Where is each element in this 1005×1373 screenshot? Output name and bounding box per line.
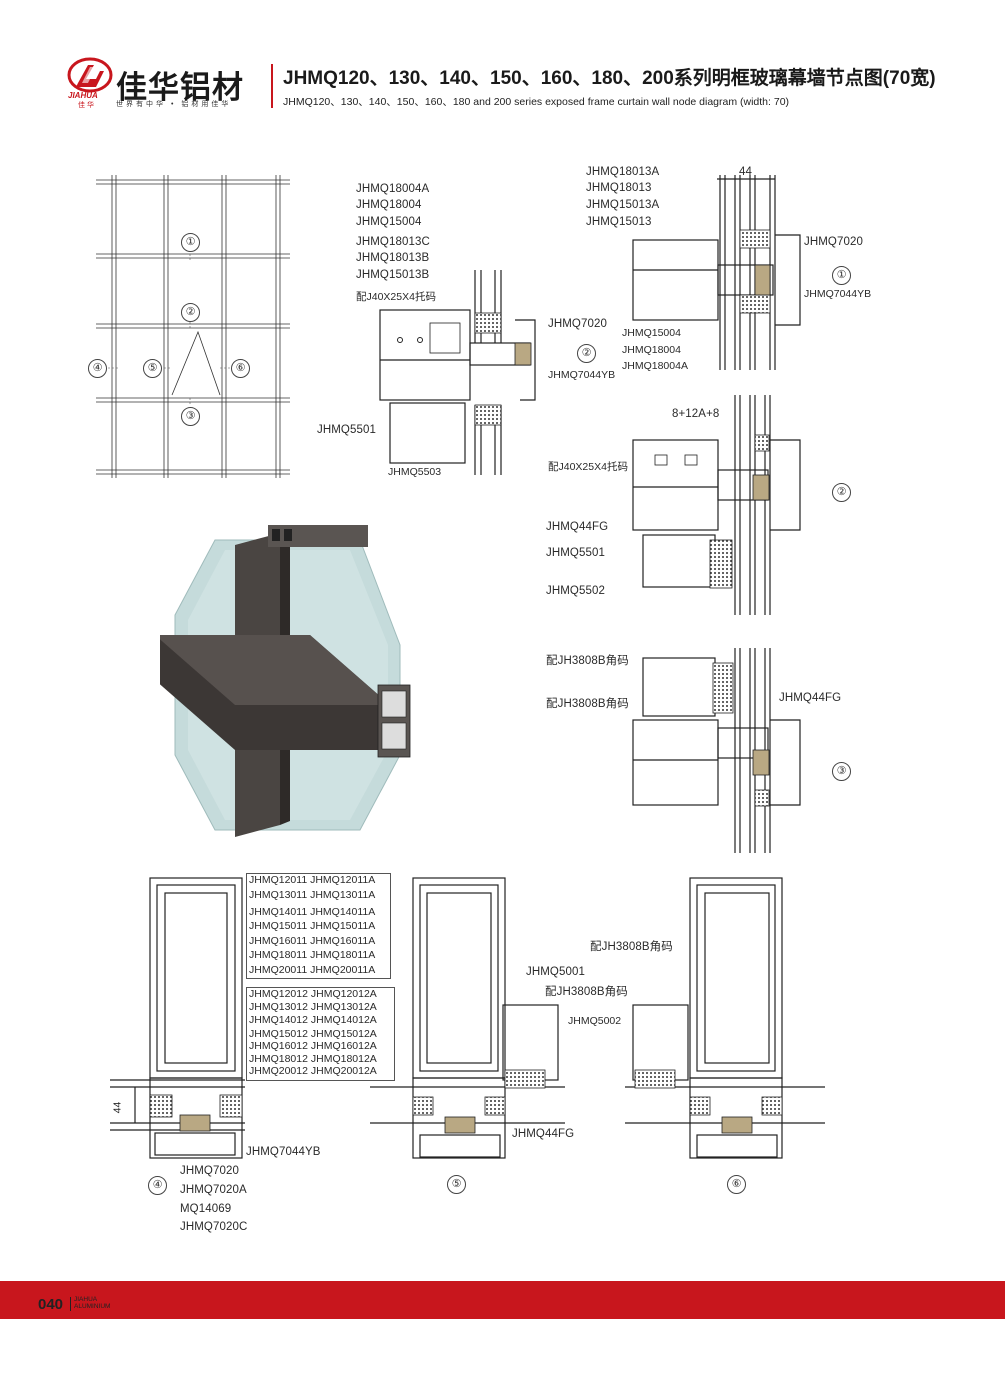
page-subtitle: JHMQ120、130、140、150、160、180 and 200 seri… — [283, 96, 790, 108]
group1-row-1: JHMQ13011 JHMQ13011A — [249, 889, 376, 901]
group2-row-5: JHMQ18012 JHMQ18012A — [249, 1053, 377, 1065]
group2-row-4: JHMQ16012 JHMQ16012A — [249, 1040, 377, 1052]
curtain-wall-3d-render — [160, 525, 411, 837]
gasket-node4-0: JHMQ7020 — [180, 1165, 239, 1177]
group2-row-0: JHMQ12012 JHMQ12012A — [249, 988, 377, 1000]
node-drawing-2 — [632, 395, 801, 615]
page-title: JHMQ120、130、140、150、160、180、200系列明框玻璃幕墙节… — [283, 68, 936, 89]
label-node1-bottom-2: JHMQ18004A — [622, 360, 688, 372]
label-node3-2: JHMQ44FG — [779, 692, 842, 704]
node-drawing-5-6 — [370, 877, 825, 1159]
marker-2-node: ② — [832, 483, 851, 502]
label-top-left-0: JHMQ18004A — [356, 183, 430, 195]
label-node1-1: JHMQ18013 — [586, 182, 652, 194]
group2-row-1: JHMQ13012 JHMQ13012A — [249, 1001, 377, 1013]
brand-small: 佳 华 — [78, 102, 94, 109]
marker-1-node: ① — [832, 266, 851, 285]
marker-5: ⑤ — [143, 359, 162, 378]
label-node1-bottom-1: JHMQ18004 — [622, 344, 681, 356]
label-cover-top-left: JHMQ7044YB — [548, 369, 616, 381]
label-top-left-3: JHMQ18013C — [356, 236, 430, 248]
label-node2-0: JHMQ44FG — [546, 521, 609, 533]
label-node3-0: 配JH3808B角码 — [546, 655, 629, 667]
marker-3: ③ — [181, 407, 200, 426]
marker-4: ④ — [88, 359, 107, 378]
label-node2-2: JHMQ5502 — [546, 585, 605, 597]
marker-4-node: ④ — [148, 1176, 167, 1195]
label-node1-2: JHMQ15013A — [586, 199, 660, 211]
group1-row-0: JHMQ12011 JHMQ12011A — [249, 874, 376, 886]
header-divider — [271, 64, 273, 108]
brand-en: JIAHUA — [68, 91, 98, 100]
page-number: 040 — [38, 1296, 64, 1313]
label-node56-4: JHMQ44FG — [512, 1128, 575, 1140]
marker-6: ⑥ — [231, 359, 250, 378]
footer-company-2: ALUMINIUM — [74, 1303, 111, 1310]
marker-6-node: ⑥ — [727, 1175, 746, 1194]
dim-node4: 44 — [111, 1101, 124, 1114]
group1-row-6: JHMQ20011 JHMQ20011A — [249, 964, 376, 976]
label-node1-3: JHMQ15013 — [586, 216, 652, 228]
group1-row-2: JHMQ14011 JHMQ14011A — [249, 906, 376, 918]
label-top-left-1: JHMQ18004 — [356, 199, 422, 211]
group2-row-3: JHMQ15012 JHMQ15012A — [249, 1028, 377, 1040]
dim-node2: 8+12A+8 — [672, 408, 720, 420]
label-node56-1: JHMQ5001 — [526, 966, 585, 978]
label-bracket-top: 配J40X25X4托码 — [356, 291, 436, 303]
marker-3-node: ③ — [832, 762, 851, 781]
group1-row-3: JHMQ15011 JHMQ15011A — [249, 920, 376, 932]
label-node56-0: 配JH3808B角码 — [590, 941, 673, 953]
marker-2: ② — [181, 303, 200, 322]
label-node56-2: 配JH3808B角码 — [545, 986, 628, 998]
group1-box — [246, 873, 391, 979]
dim-node1: 44 — [739, 166, 752, 178]
marker-5-node: ⑤ — [447, 1175, 466, 1194]
label-sub2-top-left: JHMQ5503 — [388, 466, 442, 478]
group2-row-2: JHMQ14012 JHMQ14012A — [249, 1014, 377, 1026]
label-node1-bottom-0: JHMQ15004 — [622, 327, 681, 339]
label-cover-node4: JHMQ7044YB — [246, 1146, 321, 1158]
marker-2-left: ② — [577, 344, 596, 363]
node-drawing-4 — [110, 877, 245, 1159]
label-top-left-5: JHMQ15013B — [356, 269, 430, 281]
gasket-node4-2: MQ14069 — [180, 1203, 232, 1215]
footer-company-1: JIAHUA — [74, 1296, 98, 1303]
label-gasket-top-left: JHMQ7020 — [548, 318, 607, 330]
group1-row-4: JHMQ16011 JHMQ16011A — [249, 935, 376, 947]
jiahua-logo-icon — [67, 57, 113, 93]
page-number-divider — [70, 1297, 71, 1311]
label-node2-1: JHMQ5501 — [546, 547, 605, 559]
node-drawing-1 — [632, 175, 801, 370]
label-top-left-4: JHMQ18013B — [356, 252, 430, 264]
label-cover-node1: JHMQ7044YB — [804, 288, 872, 300]
node-drawing-3 — [632, 648, 801, 853]
node-drawing-top-left — [379, 270, 536, 475]
label-bracket-node2: 配J40X25X4托码 — [548, 461, 628, 473]
brand-logo — [66, 57, 114, 97]
label-gasket-node1: JHMQ7020 — [804, 236, 863, 248]
marker-1: ① — [181, 233, 200, 252]
label-node56-3: JHMQ5002 — [568, 1015, 622, 1027]
label-top-left-2: JHMQ15004 — [356, 216, 422, 228]
gasket-node4-1: JHMQ7020A — [180, 1184, 247, 1196]
group1-row-5: JHMQ18011 JHMQ18011A — [249, 949, 376, 961]
label-sub1-top-left: JHMQ5501 — [317, 424, 376, 436]
group2-box — [246, 987, 395, 1081]
elevation-grid — [96, 175, 290, 478]
brand-name: 佳华铝材 — [116, 70, 244, 106]
label-node1-0: JHMQ18013A — [586, 166, 660, 178]
footer-band — [0, 1281, 1005, 1319]
gasket-node4-3: JHMQ7020C — [180, 1221, 248, 1233]
group2-row-6: JHMQ20012 JHMQ20012A — [249, 1065, 377, 1077]
brand-slogan: 世界有中华 • 铝材用佳华 — [116, 101, 232, 108]
label-node3-1: 配JH3808B角码 — [546, 698, 629, 710]
